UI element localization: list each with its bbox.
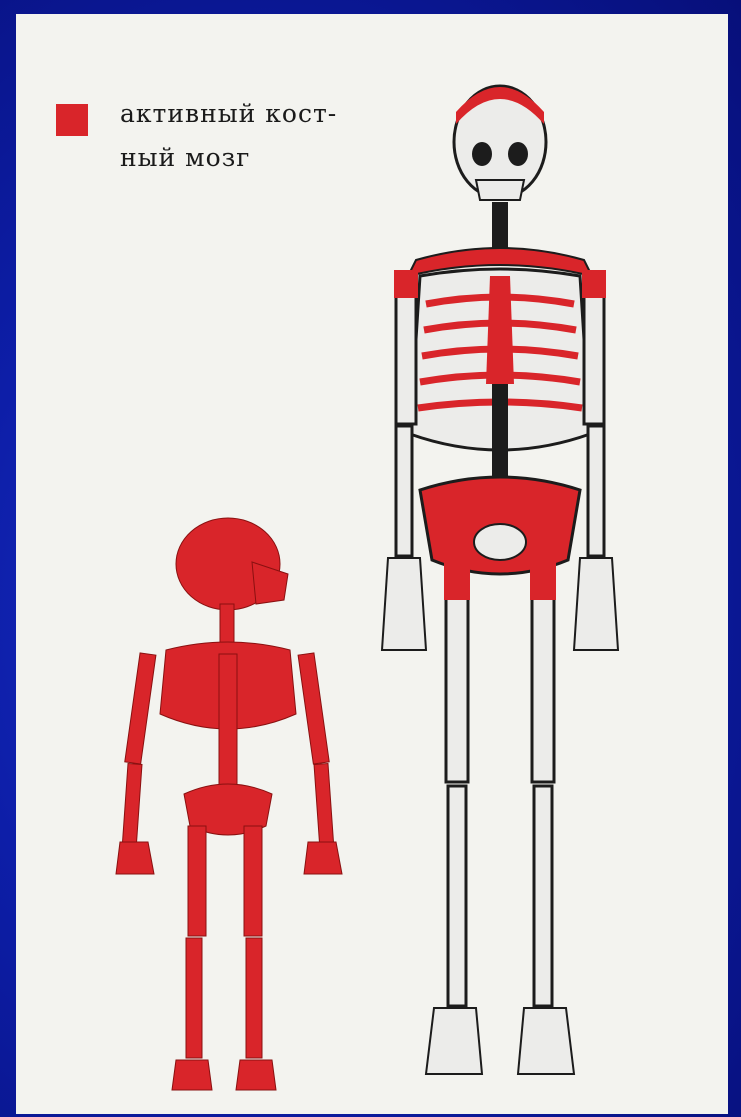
adult-left-eye-socket bbox=[472, 142, 492, 166]
adult-right-eye-socket bbox=[508, 142, 528, 166]
adult-right-tibia bbox=[534, 786, 552, 1006]
child-left-tibia bbox=[186, 938, 202, 1058]
child-skeleton bbox=[116, 518, 342, 1090]
child-neck bbox=[220, 604, 234, 644]
adult-right-forearm bbox=[588, 426, 604, 556]
adult-left-forearm bbox=[396, 426, 412, 556]
child-left-forearm bbox=[122, 764, 142, 845]
child-right-upper-arm bbox=[298, 653, 329, 764]
child-left-upper-arm bbox=[125, 653, 156, 764]
child-left-femur bbox=[188, 826, 206, 936]
adult-spine bbox=[492, 384, 508, 488]
child-right-hand bbox=[304, 842, 342, 874]
adult-right-hand bbox=[574, 558, 618, 650]
adult-pelvic-inlet bbox=[474, 524, 526, 560]
adult-left-foot bbox=[426, 1008, 482, 1074]
adult-right-femur-head-marrow bbox=[530, 560, 556, 600]
adult-skeleton bbox=[382, 86, 618, 1074]
adult-left-humerus-head-marrow bbox=[394, 270, 418, 298]
skeletons-illustration bbox=[16, 14, 728, 1114]
adult-sternum-marrow bbox=[486, 276, 514, 384]
child-left-foot bbox=[172, 1060, 212, 1090]
adult-jaw bbox=[476, 180, 524, 200]
skeleton-figure: активный кост- ный мозг bbox=[16, 14, 728, 1114]
adult-neck bbox=[492, 202, 508, 248]
adult-left-hand bbox=[382, 558, 426, 650]
child-right-forearm bbox=[314, 764, 334, 845]
child-right-femur bbox=[244, 826, 262, 936]
adult-left-tibia bbox=[448, 786, 466, 1006]
child-right-tibia bbox=[246, 938, 262, 1058]
child-spine bbox=[219, 654, 237, 794]
adult-left-femur-head-marrow bbox=[444, 560, 470, 600]
child-left-hand bbox=[116, 842, 154, 874]
adult-right-humerus-head-marrow bbox=[582, 270, 606, 298]
child-jaw bbox=[252, 562, 288, 604]
adult-right-foot bbox=[518, 1008, 574, 1074]
child-right-foot bbox=[236, 1060, 276, 1090]
